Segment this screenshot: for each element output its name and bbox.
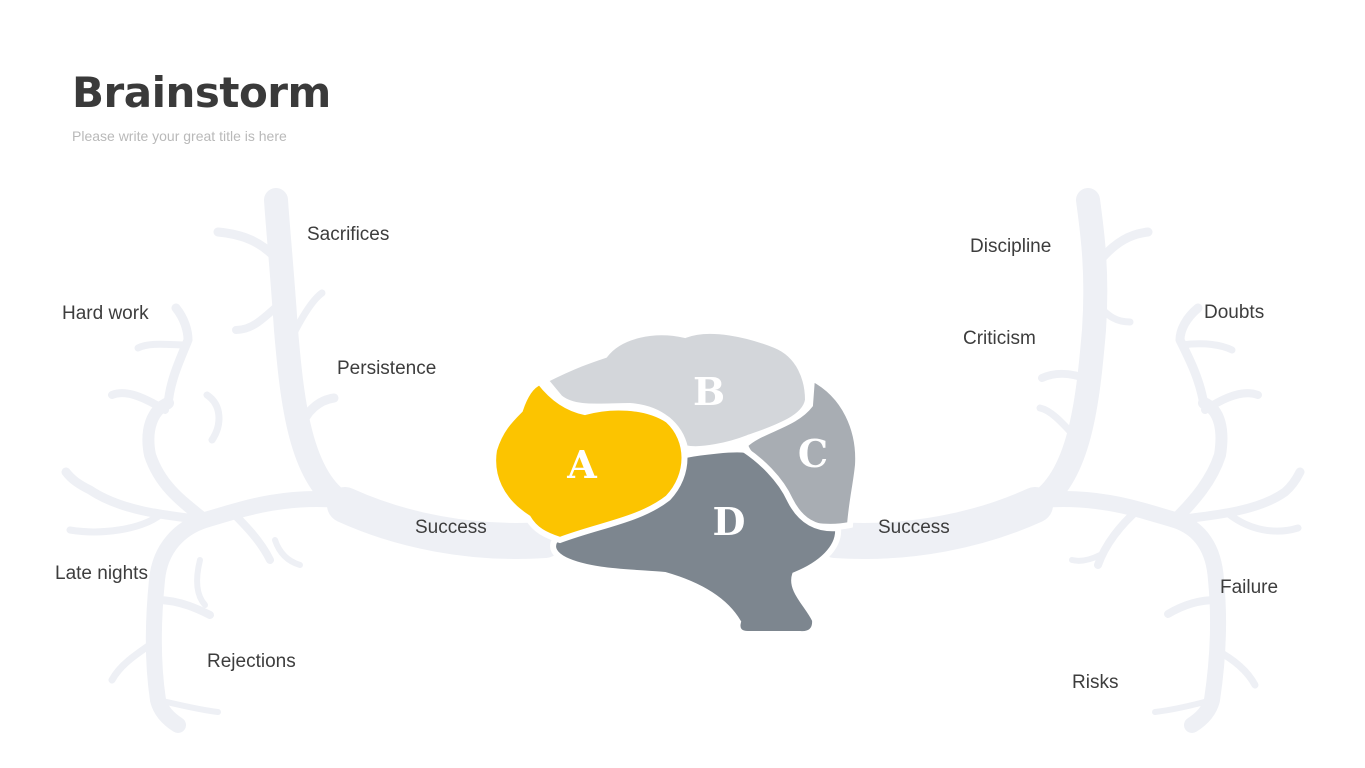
label-failure: Failure xyxy=(1220,577,1279,598)
label-risks: Risks xyxy=(1072,672,1119,693)
right-tree-branches xyxy=(817,188,1305,733)
page-title: Brainstorm xyxy=(72,68,331,117)
brain-lobe-a[interactable] xyxy=(490,378,688,544)
label-success-left: Success xyxy=(415,517,487,538)
label-sacrifices: Sacrifices xyxy=(307,224,390,245)
left-tree-branches xyxy=(61,188,563,733)
label-late-nights: Late nights xyxy=(55,563,148,584)
label-discipline: Discipline xyxy=(970,236,1052,257)
brain-diagram: A B C D xyxy=(490,327,862,638)
label-rejections: Rejections xyxy=(207,651,296,672)
label-persistence: Persistence xyxy=(337,358,437,379)
brain-letter-b: B xyxy=(693,369,725,414)
brain-letter-a: A xyxy=(566,442,597,487)
brain-letter-d: D xyxy=(713,499,746,544)
page-subtitle: Please write your great title is here xyxy=(72,128,287,144)
brain-lobe-d[interactable] xyxy=(550,446,842,638)
label-doubts: Doubts xyxy=(1204,302,1265,323)
label-success-right: Success xyxy=(878,517,950,538)
label-criticism: Criticism xyxy=(963,328,1036,349)
label-hard-work: Hard work xyxy=(62,303,149,324)
brain-letter-c: C xyxy=(798,431,828,476)
